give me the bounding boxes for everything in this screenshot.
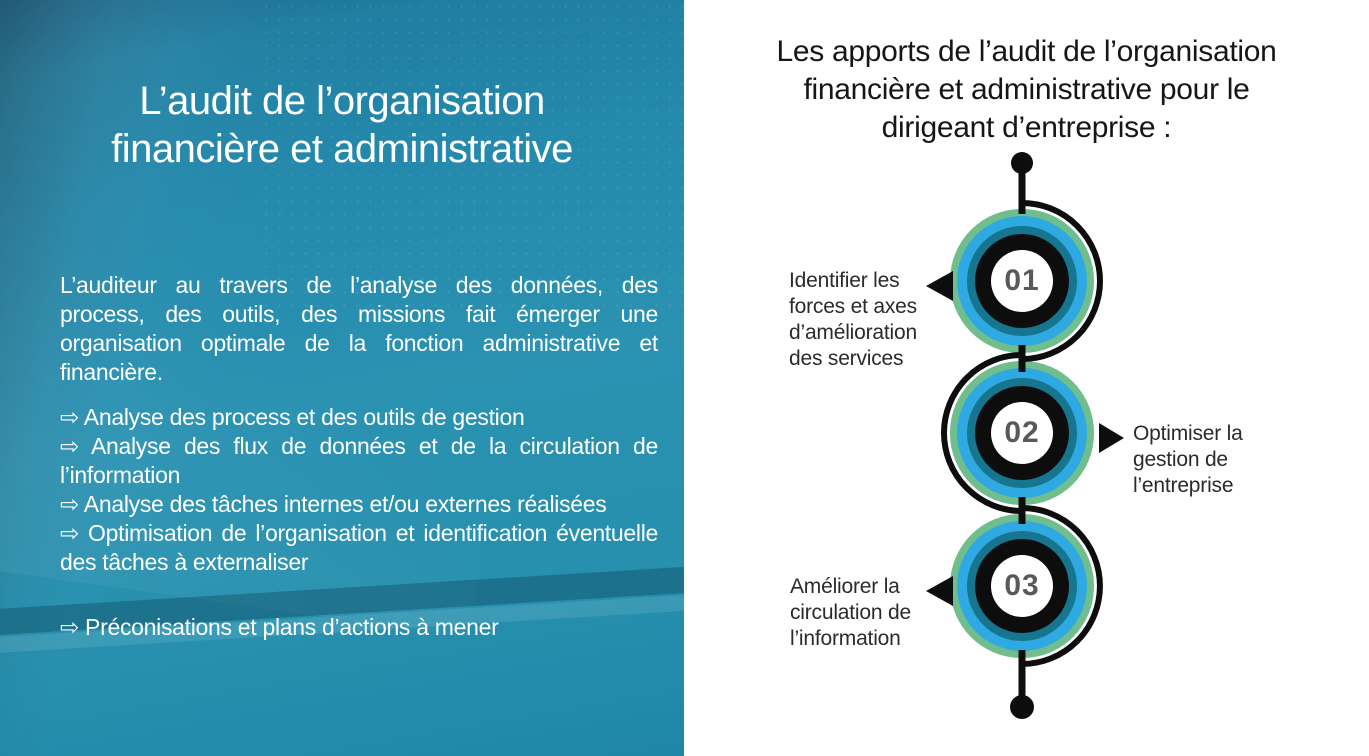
step-2-circle: 02 — [991, 402, 1053, 464]
left-panel-title: L’audit de l’organisation financière et … — [111, 78, 573, 171]
right-panel: Les apports de l’audit de l’organisation… — [684, 0, 1369, 756]
timeline-infographic: 01 02 03 — [684, 0, 1369, 756]
step-3-circle: 03 — [991, 555, 1053, 617]
timeline-connector-art — [926, 152, 1124, 719]
bullet-item: ⇨ Analyse des flux de données et de la c… — [60, 433, 658, 488]
step-2-arrow-right-icon — [1099, 423, 1124, 453]
left-panel: L’audit de l’organisation financière et … — [0, 0, 684, 756]
step-2-number: 02 — [1004, 416, 1040, 449]
step-2-label: Optimiser la gestion de l’entreprise — [1133, 422, 1243, 497]
bullet-list: ⇨ Analyse des process et des outils de g… — [60, 403, 658, 642]
timeline-start-dot — [1011, 152, 1033, 174]
step-3-number: 03 — [1004, 569, 1040, 602]
right-panel-title: Les apports de l’audit de l’organisation… — [776, 34, 1277, 144]
step-1-number: 01 — [1004, 264, 1040, 297]
bullet-item: ⇨ Optimisation de l’organisation et iden… — [60, 520, 658, 575]
step-3-label: Améliorer la circulation de l’informatio… — [790, 575, 911, 650]
step-1-arrow-left-icon — [926, 271, 953, 301]
timeline-end-dot — [1010, 695, 1034, 719]
step-1-label: Identifier les forces et axes d’améliora… — [789, 269, 917, 370]
bullet-item: ⇨ Préconisations et plans d’actions à me… — [60, 614, 499, 640]
bullet-item: ⇨ Analyse des tâches internes et/ou exte… — [60, 491, 607, 517]
bullet-item: ⇨ Analyse des process et des outils de g… — [60, 404, 525, 430]
intro-paragraph: L’auditeur au travers de l’analyse des d… — [60, 272, 658, 385]
step-3-arrow-left-icon — [926, 576, 953, 606]
step-1-circle: 01 — [991, 250, 1053, 312]
